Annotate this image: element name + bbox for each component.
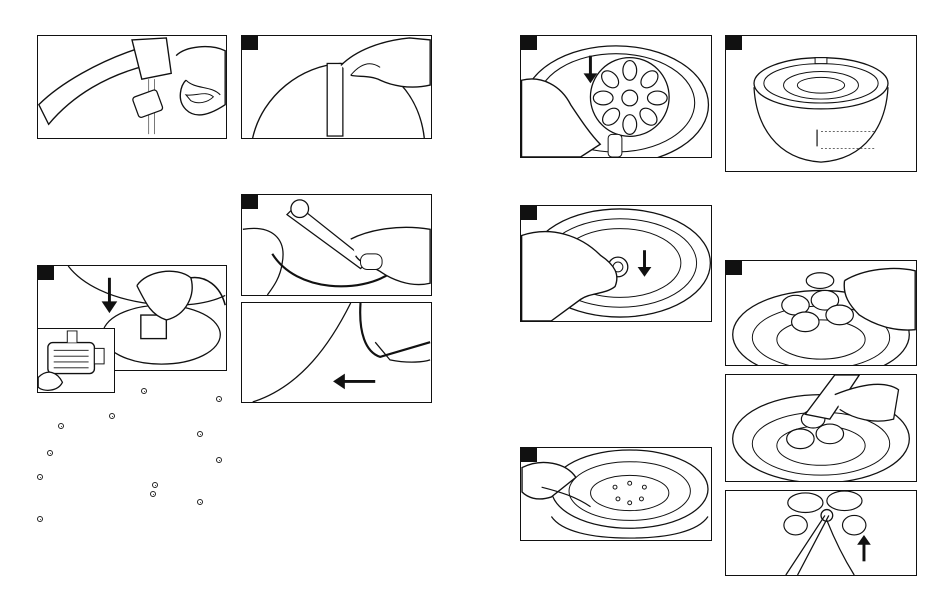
top-cover-illustration bbox=[521, 448, 711, 540]
panel-top-cover bbox=[520, 447, 712, 541]
bullet-icon bbox=[150, 491, 156, 497]
adjust-flower-illustration bbox=[726, 375, 916, 481]
panel-remove-flower bbox=[725, 490, 917, 576]
press-center-illustration bbox=[521, 206, 711, 321]
panel-pump-inset bbox=[37, 328, 115, 393]
bullet-icon bbox=[216, 457, 222, 463]
panel-assembled-fountain bbox=[725, 35, 917, 172]
panel-flower-tray bbox=[520, 35, 712, 158]
bullet-icon bbox=[141, 388, 147, 394]
bullet-icon bbox=[152, 482, 158, 488]
panel-press-center bbox=[520, 205, 712, 322]
faucet-rinse-illustration bbox=[38, 36, 226, 138]
panel-fit-flower bbox=[725, 260, 917, 366]
fountain-illustration bbox=[726, 36, 916, 171]
cord-press-illustration bbox=[242, 195, 431, 295]
bullet-icon bbox=[47, 450, 53, 456]
panel-rinse-pump bbox=[37, 35, 227, 139]
cord-route-illustration bbox=[242, 303, 431, 402]
panel-route-cord bbox=[241, 302, 432, 403]
fit-flower-illustration bbox=[726, 261, 916, 365]
bullet-icon bbox=[197, 499, 203, 505]
bullet-icon bbox=[37, 516, 43, 522]
cord-pull-illustration bbox=[242, 36, 431, 138]
flower-tray-illustration bbox=[521, 36, 711, 157]
bullet-icon bbox=[216, 396, 222, 402]
bullet-icon bbox=[109, 413, 115, 419]
bullet-icon bbox=[197, 431, 203, 437]
bullet-icon bbox=[37, 474, 43, 480]
panel-pull-cord bbox=[241, 35, 432, 139]
pump-inset-illustration bbox=[38, 329, 114, 392]
panel-press-cord bbox=[241, 194, 432, 296]
remove-flower-illustration bbox=[726, 491, 916, 575]
panel-adjust-flower bbox=[725, 374, 917, 482]
bullet-icon bbox=[58, 423, 64, 429]
